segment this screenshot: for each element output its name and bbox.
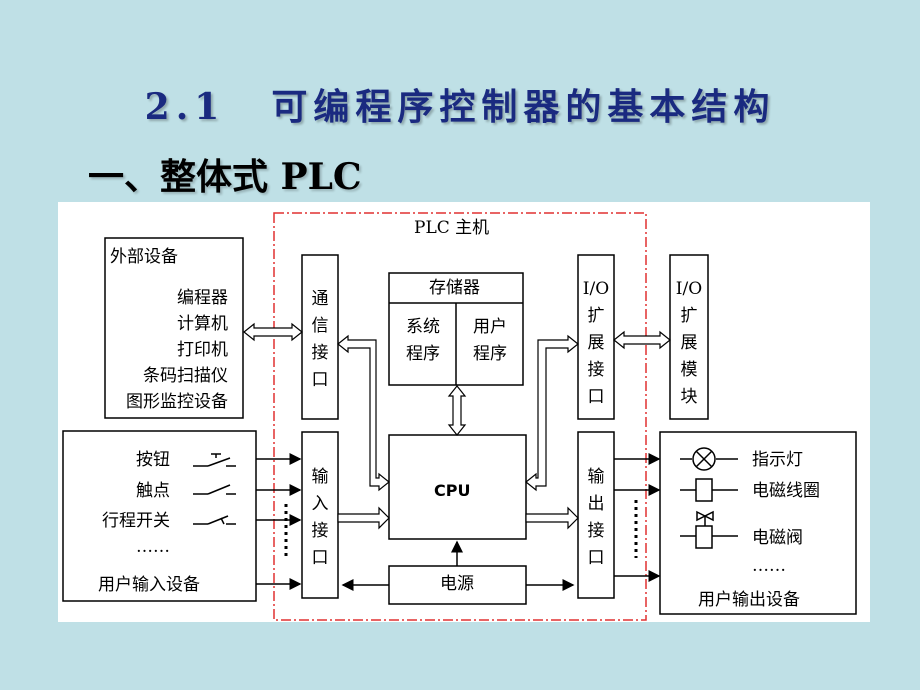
user-output-item: 电磁线圈 — [752, 481, 820, 501]
comm-interface-label: 通 信 接 口 — [311, 289, 329, 390]
input-lines — [256, 453, 302, 590]
user-input-box — [62, 430, 257, 602]
input-interface-box — [301, 431, 339, 599]
external-devices-box — [104, 237, 244, 419]
comm-interface-box — [301, 254, 339, 420]
slide-title: 2.1 可编程序控制器的基本结构 — [0, 78, 920, 130]
cpu-label: CPU — [434, 481, 471, 500]
memory-title: 存储器 — [429, 278, 480, 298]
solenoid-coil-symbol — [680, 478, 738, 502]
user-program-label: 用户 程序 — [473, 317, 507, 364]
io-ext-interface-label: I/O 扩 展 接 口 — [582, 279, 610, 407]
plc-main-label: PLC 主机 — [414, 218, 490, 238]
external-device-item: 计算机 — [177, 314, 228, 334]
output-interface-label: 输 出 接 口 — [587, 467, 605, 568]
section-number: 2.1 — [144, 86, 226, 128]
input-switches — [193, 453, 236, 525]
external-device-item: 编程器 — [177, 288, 228, 308]
plc-main-boundary — [273, 212, 647, 621]
solenoid-valve-symbol — [680, 510, 738, 549]
slide-subtitle: 一、整体式 PLC — [88, 156, 362, 198]
external-device-item: 打印机 — [177, 340, 228, 360]
comm-cpu-arrow — [337, 334, 390, 492]
user-input-item: …… — [136, 537, 170, 557]
input-interface-label: 输 入 接 口 — [311, 467, 329, 568]
power-box — [388, 565, 527, 605]
memory-cpu-double-arrow — [447, 385, 467, 436]
indicator-lamp-symbol — [680, 447, 738, 471]
diagram-graphics — [62, 212, 857, 621]
user-input-item: 行程开关 — [102, 511, 170, 531]
output-lines — [614, 453, 661, 582]
power-label: 电源 — [440, 574, 474, 594]
user-output-item: …… — [752, 556, 786, 576]
cpu-output-arrow — [525, 506, 579, 530]
output-interface-box — [577, 431, 615, 599]
external-devices-heading: 外部设备 — [110, 247, 178, 267]
system-program-label: 系统 程序 — [406, 317, 440, 364]
external-device-item: 图形监控设备 — [126, 392, 228, 412]
user-input-item: 触点 — [136, 481, 170, 501]
input-cpu-arrow — [337, 506, 390, 530]
user-output-item: 电磁阀 — [752, 528, 803, 548]
plc-structure-diagram: PLC 主机 外部设备 编程器 计算机 打印机 条码扫描仪 图形监控设备 通 信… — [58, 202, 870, 622]
io-ext-module-box — [669, 254, 709, 420]
user-output-item: 指示灯 — [752, 450, 803, 470]
ioext-module-double-arrow — [613, 330, 671, 350]
user-input-footer: 用户输入设备 — [98, 575, 200, 595]
cpu-box — [388, 434, 527, 540]
io-ext-module-label: I/O 扩 展 模 块 — [675, 279, 703, 407]
user-input-item: 按钮 — [136, 450, 170, 470]
ext-comm-double-arrow — [243, 322, 303, 342]
user-output-footer: 用户输出设备 — [698, 590, 800, 610]
io-ext-interface-box — [577, 254, 615, 420]
section-title: 可编程序控制器的基本结构 — [271, 86, 776, 128]
external-device-item: 条码扫描仪 — [143, 366, 228, 386]
user-output-box — [659, 431, 857, 615]
cpu-ioext-arrow — [525, 334, 579, 492]
